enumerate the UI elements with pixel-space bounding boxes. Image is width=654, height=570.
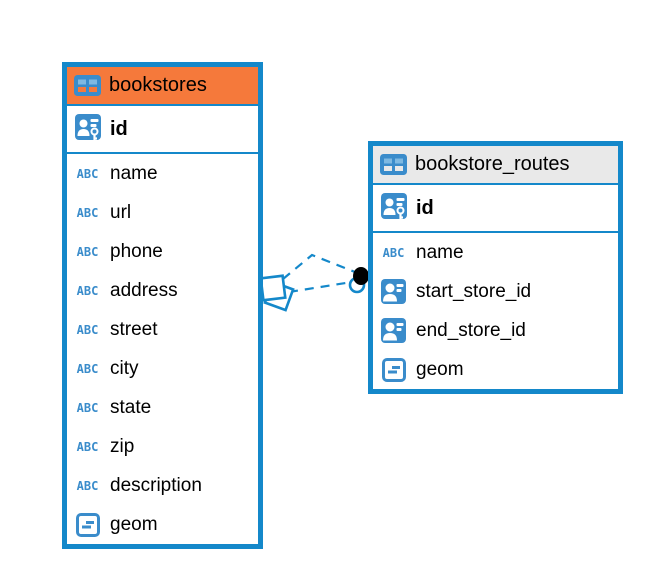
column-name: street (110, 318, 158, 340)
one-end-marker[interactable] (348, 267, 369, 294)
column-name: url (110, 201, 132, 223)
foreign-key-icon (380, 318, 407, 343)
column-name: state (110, 396, 152, 418)
column-name: address (110, 279, 178, 301)
column-row-city[interactable]: ABC city (67, 349, 258, 388)
column-row-name[interactable]: ABC name (67, 154, 258, 193)
relationship-line[interactable] (288, 280, 353, 294)
text-icon: ABC (76, 244, 99, 259)
column-row-name[interactable]: ABC name (373, 233, 618, 272)
column-name: phone (110, 240, 163, 262)
text-icon: ABC (76, 439, 99, 454)
table-icon (380, 154, 407, 175)
text-icon: ABC (76, 322, 99, 337)
column-name: geom (416, 358, 464, 380)
primary-key-icon (380, 193, 407, 223)
column-name: zip (110, 435, 135, 457)
table-header[interactable]: bookstores (67, 67, 258, 106)
text-icon: ABC (76, 361, 99, 376)
text-icon: ABC (382, 245, 405, 260)
column-name: name (416, 241, 464, 263)
column-row-geom[interactable]: geom (67, 505, 258, 544)
column-name: geom (110, 513, 158, 535)
column-name: id (110, 117, 128, 140)
column-name: city (110, 357, 139, 379)
column-row-id[interactable]: id (373, 185, 618, 233)
foreign-key-icon (380, 279, 407, 304)
column-row-geom[interactable]: geom (373, 350, 618, 389)
geometry-icon (380, 357, 407, 382)
column-row-end_store_id[interactable]: end_store_id (373, 311, 618, 350)
column-name: end_store_id (416, 319, 526, 341)
column-row-url[interactable]: ABC url (67, 193, 258, 232)
column-row-state[interactable]: ABC state (67, 388, 258, 427)
table-title: bookstore_routes (415, 153, 570, 175)
text-icon: ABC (76, 283, 99, 298)
table-icon (74, 75, 101, 96)
many-end-marker[interactable] (259, 274, 295, 312)
column-row-address[interactable]: ABC address (67, 271, 258, 310)
text-icon: ABC (76, 205, 99, 220)
relationship-line[interactable] (282, 253, 356, 280)
column-row-start_store_id[interactable]: start_store_id (373, 272, 618, 311)
table-header[interactable]: bookstore_routes (373, 146, 618, 185)
text-icon: ABC (76, 166, 99, 181)
column-name: description (110, 474, 202, 496)
column-name: id (416, 196, 434, 219)
text-icon: ABC (76, 478, 99, 493)
column-row-id[interactable]: id (67, 106, 258, 154)
primary-key-icon (74, 114, 101, 144)
column-row-description[interactable]: ABC description (67, 466, 258, 505)
column-name: start_store_id (416, 280, 532, 302)
column-row-phone[interactable]: ABC phone (67, 232, 258, 271)
geometry-icon (74, 512, 101, 537)
table-title: bookstores (109, 74, 207, 96)
column-name: name (110, 162, 158, 184)
column-row-zip[interactable]: ABC zip (67, 427, 258, 466)
column-row-street[interactable]: ABC street (67, 310, 258, 349)
text-icon: ABC (76, 400, 99, 415)
